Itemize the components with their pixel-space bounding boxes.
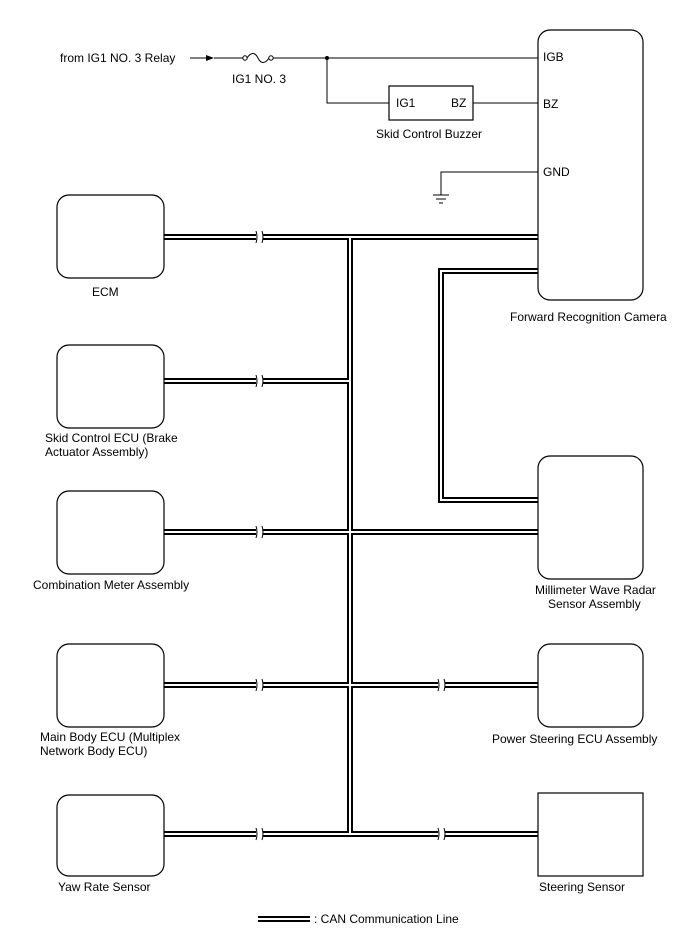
break-mark: [255, 230, 264, 244]
skid-control-buzzer-box: [388, 85, 474, 121]
forward-recognition-camera-label: Forward Recognition Camera: [510, 310, 667, 324]
steering-sensor-label: Steering Sensor: [539, 880, 625, 894]
camera-pin-gnd: GND: [543, 165, 570, 179]
ecm-box: [56, 194, 165, 279]
break-mark: [255, 525, 264, 539]
millimeter-wave-radar-box: [537, 455, 644, 580]
buzzer-pin-ig1: IG1: [396, 96, 416, 110]
ground-wire: [440, 171, 538, 195]
combination-meter-label: Combination Meter Assembly: [33, 578, 189, 592]
break-mark: [437, 678, 446, 692]
combination-meter-box: [56, 490, 165, 575]
line-break-marks: [255, 230, 446, 841]
legend: : CAN Communication Line: [258, 912, 459, 926]
power-steering-ecu-box: [537, 643, 644, 728]
fuse-label: IG1 NO. 3: [232, 72, 286, 86]
main-body-ecu-label: Main Body ECU (Multiplex: [40, 730, 180, 744]
fuse-terminal-right: [268, 55, 274, 61]
skid-control-ecu-box: [56, 344, 165, 429]
yaw-rate-sensor-label: Yaw Rate Sensor: [58, 880, 151, 894]
power-steering-ecu-label: Power Steering ECU Assembly: [492, 732, 657, 746]
source-arrow-icon: [206, 55, 214, 61]
yaw-rate-sensor-box: [56, 794, 165, 877]
break-mark: [255, 678, 264, 692]
main-body-ecu-box: [56, 643, 165, 728]
skid-control-buzzer-label: Skid Control Buzzer: [376, 127, 482, 141]
forward-recognition-camera-box: [537, 29, 644, 301]
buzzer-pin-bz: BZ: [451, 96, 466, 110]
millimeter-wave-radar-label: Millimeter Wave Radar: [535, 583, 656, 597]
main-body-ecu-label-line2: Network Body ECU): [40, 744, 147, 758]
camera-pin-bz: BZ: [543, 97, 558, 111]
skid-control-ecu-label-line2: Actuator Assembly): [45, 445, 148, 459]
buzzer-ig1-wire: [326, 58, 389, 104]
legend-can-label: : CAN Communication Line: [314, 912, 459, 926]
ecm-label: ECM: [92, 285, 119, 299]
fuse-icon: [246, 53, 270, 63]
steering-sensor-box: [537, 792, 644, 877]
break-mark: [437, 827, 446, 841]
fuse-terminal-left: [242, 55, 248, 61]
skid-control-ecu-label: Skid Control ECU (Brake: [45, 431, 178, 445]
camera-pin-igb: IGB: [543, 50, 564, 64]
break-mark: [255, 374, 264, 388]
can-bus-lines: [164, 234, 538, 837]
millimeter-wave-radar-label-line2: Sensor Assembly: [548, 597, 641, 611]
break-mark: [255, 827, 264, 841]
power-source-label: from IG1 NO. 3 Relay: [60, 51, 175, 65]
